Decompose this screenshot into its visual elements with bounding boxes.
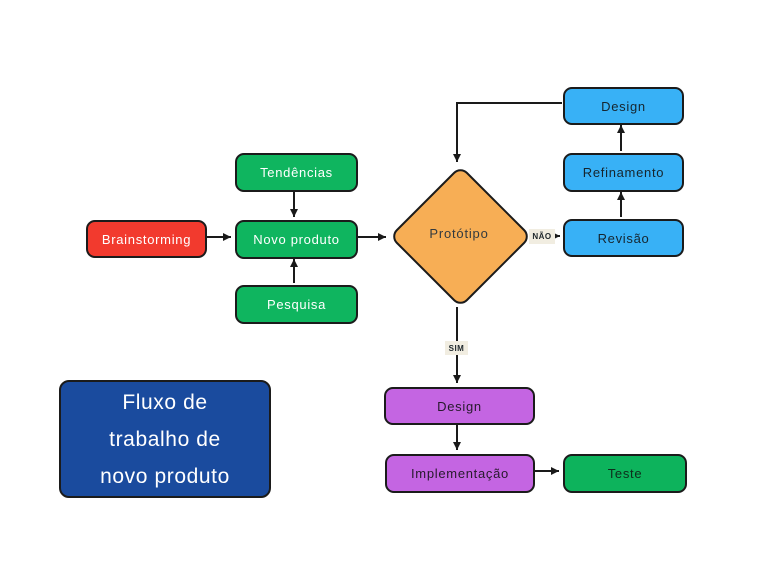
title-line-1: Fluxo de bbox=[122, 390, 208, 414]
node-design-loop: Design bbox=[563, 87, 684, 125]
node-prototipo-label: Protótipo bbox=[429, 226, 489, 241]
node-novo-produto: Novo produto bbox=[235, 220, 358, 259]
connector-design-prototipo bbox=[453, 102, 562, 162]
title-line-3: novo produto bbox=[100, 464, 230, 488]
node-teste: Teste bbox=[563, 454, 687, 493]
title-line-2: trabalho de bbox=[109, 427, 221, 451]
edge-label-sim: SIM bbox=[445, 341, 468, 355]
node-design-detail: Design bbox=[384, 387, 535, 425]
diagram-title-card: Fluxo de trabalho de novo produto bbox=[59, 380, 271, 498]
node-revisao: Revisão bbox=[563, 219, 684, 257]
node-pesquisa: Pesquisa bbox=[235, 285, 358, 324]
node-brainstorming: Brainstorming bbox=[86, 220, 207, 258]
node-refinamento: Refinamento bbox=[563, 153, 684, 192]
edge-label-nao: NÃO bbox=[529, 229, 555, 244]
node-implementacao: Implementação bbox=[385, 454, 535, 493]
node-tendencias: Tendências bbox=[235, 153, 358, 192]
